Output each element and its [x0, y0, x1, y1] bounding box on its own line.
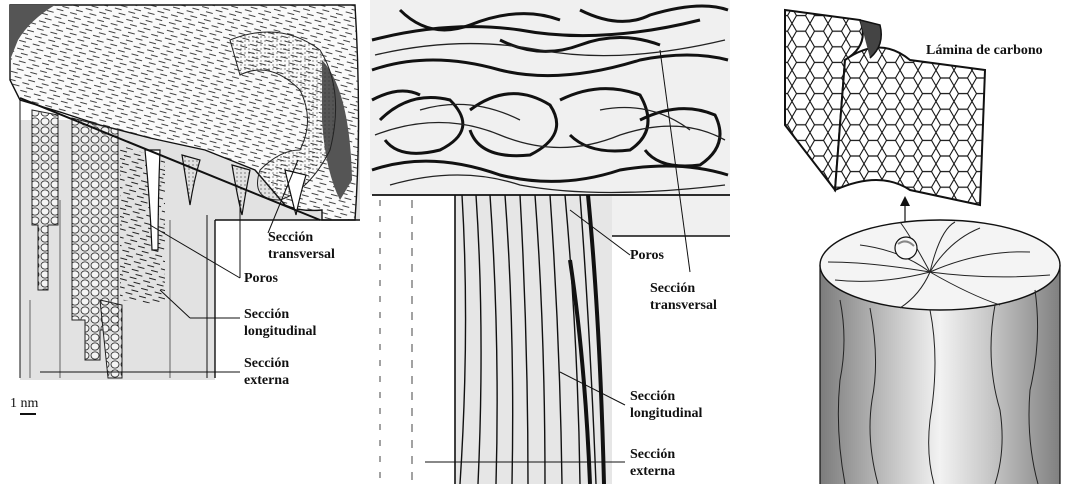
label-line: Poros — [630, 247, 664, 264]
arrow-head — [900, 196, 910, 206]
middle-label-seccion-longitudinal: Sección longitudinal — [630, 388, 702, 422]
scale-bar-label: 1 nm — [10, 396, 38, 412]
left-panel-diagram — [10, 5, 360, 414]
label-line: Sección — [244, 355, 289, 372]
label-line: Poros — [244, 270, 278, 287]
carbon-sheet — [785, 10, 985, 205]
label-line: Lámina de carbono — [926, 42, 1043, 59]
sheet-origin-bubble — [895, 237, 917, 259]
label-line: externa — [244, 372, 289, 389]
middle-label-seccion-externa: Sección externa — [630, 446, 675, 480]
left-label-seccion-transversal: Sección transversal — [268, 229, 335, 263]
fiber-cylinder — [820, 220, 1060, 484]
label-line: transversal — [268, 246, 335, 263]
label-line: longitudinal — [630, 405, 702, 422]
left-label-seccion-externa: Sección externa — [244, 355, 289, 389]
label-line: Sección — [244, 306, 316, 323]
left-label-seccion-longitudinal: Sección longitudinal — [244, 306, 316, 340]
label-line: Sección — [268, 229, 335, 246]
label-line: transversal — [650, 297, 717, 314]
label-line: Sección — [630, 388, 702, 405]
label-line: Sección — [650, 280, 717, 297]
left-label-poros: Poros — [244, 270, 278, 287]
label-line: longitudinal — [244, 323, 316, 340]
right-panel-diagram — [785, 10, 1060, 484]
label-line: externa — [630, 463, 675, 480]
middle-label-poros: Poros — [630, 247, 664, 264]
middle-label-seccion-transversal: Sección transversal — [650, 280, 717, 314]
right-label-lamina-carbono: Lámina de carbono — [926, 42, 1043, 59]
label-line: Sección — [630, 446, 675, 463]
